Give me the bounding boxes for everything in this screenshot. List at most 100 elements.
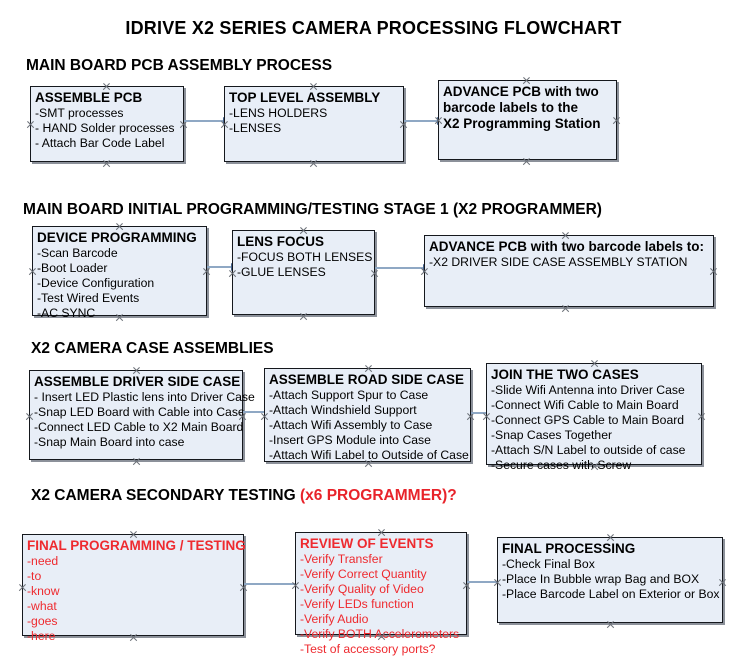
node-final-programming-testing[interactable]: FINAL PROGRAMMING / TESTING -need -to -k… — [22, 534, 246, 643]
resize-handle-bottom[interactable] — [606, 620, 615, 629]
node-review-of-events[interactable]: REVIEW OF EVENTS -Verify Transfer -Verif… — [295, 532, 467, 656]
node-line: -LENS HOLDERS — [229, 106, 328, 120]
node-assemble-driver-side-case[interactable]: ASSEMBLE DRIVER SIDE CASE - Insert LED P… — [29, 370, 255, 460]
node-title: ASSEMBLE DRIVER SIDE CASE — [34, 374, 241, 389]
node-line: -Snap Cases Together — [491, 428, 613, 442]
section-header-highlight: (x6 PROGRAMMER)? — [300, 487, 457, 504]
resize-handle-right[interactable] — [612, 116, 621, 125]
node-line: -Verify BOTH Accelerometers — [300, 627, 460, 641]
resize-handle-left[interactable] — [26, 120, 35, 129]
node-line: -Slide Wifi Antenna into Driver Case — [491, 383, 685, 397]
node-top-level-assembly[interactable]: TOP LEVEL ASSEMBLY -LENS HOLDERS -LENSES — [224, 86, 404, 162]
node-device-programming[interactable]: DEVICE PROGRAMMING -Scan Barcode -Boot L… — [32, 226, 207, 320]
section-header-main-board-initial-programming: MAIN BOARD INITIAL PROGRAMMING/TESTING S… — [23, 201, 602, 219]
node-advance-pcb-to-driver-side-case-assembly[interactable]: ADVANCE PCB with two barcode labels to: … — [424, 235, 714, 307]
node-line: -Verify Quality of Video — [300, 582, 424, 596]
node-line: -LENSES — [229, 121, 282, 135]
resize-handle-left[interactable] — [28, 267, 37, 276]
connector-review-of-events-to-final-processing — [467, 577, 505, 586]
resize-handle-right[interactable] — [709, 267, 718, 276]
section-header-text: X2 CAMERA CASE ASSEMBLIES — [31, 340, 274, 357]
resize-handle-right[interactable] — [202, 267, 211, 276]
node-title: REVIEW OF EVENTS — [300, 536, 434, 551]
node-line: -Verify LEDs function — [300, 597, 414, 611]
node-line-overflow: -Test of accessory ports? — [300, 642, 436, 656]
section-header-text: MAIN BOARD INITIAL PROGRAMMING/TESTING S… — [23, 201, 602, 218]
resize-handle-left[interactable] — [18, 583, 27, 592]
resize-handle-right[interactable] — [718, 578, 727, 587]
resize-handle-right[interactable] — [370, 269, 379, 278]
node-line: -Place In Bubble wrap Bag and BOX — [502, 572, 700, 586]
node-line: -Snap Main Board into case — [34, 435, 185, 449]
resize-handle-bottom[interactable] — [299, 312, 308, 321]
node-line: -what — [27, 599, 57, 613]
node-assemble-road-side-case[interactable]: ASSEMBLE ROAD SIDE CASE -Attach Support … — [264, 368, 471, 462]
node-title: JOIN THE TWO CASES — [491, 367, 639, 382]
node-line: -Boot Loader — [37, 261, 108, 275]
node-line: -X2 DRIVER SIDE CASE ASSEMBLY STATION — [429, 255, 688, 269]
resize-handle-bottom[interactable] — [102, 159, 111, 168]
node-line: -GLUE LENSES — [237, 265, 326, 279]
resize-handle-left[interactable] — [228, 269, 237, 278]
node-line: -Snap LED Board with Cable into Case — [34, 405, 245, 419]
node-line: -Attach Wifi Label to Outside of Case — [269, 448, 469, 462]
connector-top-level-assembly-to-advance-pcb — [404, 116, 445, 125]
node-line: -FOCUS BOTH LENSES — [237, 250, 373, 264]
node-title: ASSEMBLE ROAD SIDE CASE — [269, 372, 465, 387]
node-title: ADVANCE PCB with two barcode labels to: — [429, 239, 705, 254]
connector-final-programming-to-review-of-events — [244, 579, 303, 588]
resize-handle-bottom[interactable] — [561, 304, 570, 313]
node-line: -Verify Transfer — [300, 552, 383, 566]
node-line: -here — [27, 629, 56, 643]
node-line: -to — [27, 569, 42, 583]
resize-handle-right[interactable] — [697, 412, 706, 421]
node-line: -Connect Wifi Cable to Main Board — [491, 398, 679, 412]
node-line: -Scan Barcode — [37, 246, 118, 260]
node-line: -Place Barcode Label on Exterior or Box — [502, 587, 720, 601]
node-final-processing[interactable]: FINAL PROCESSING -Check Final Box -Place… — [497, 537, 723, 623]
section-header-x2-camera-case-assemblies: X2 CAMERA CASE ASSEMBLIES — [31, 340, 274, 358]
node-line: barcode labels to the — [443, 100, 579, 115]
node-title: DEVICE PROGRAMMING — [37, 230, 197, 245]
node-assemble-pcb[interactable]: ASSEMBLE PCB -SMT processes - HAND Solde… — [30, 86, 184, 162]
node-line: -Attach Wifi Assembly to Case — [269, 418, 433, 432]
node-line: -Verify Audio — [300, 612, 369, 626]
node-advance-pcb-to-x2-programming-station[interactable]: ADVANCE PCB with two barcode labels to t… — [438, 80, 617, 160]
resize-handle-left[interactable] — [25, 412, 34, 421]
node-line: -Connect LED Cable to X2 Main Board — [34, 420, 244, 434]
resize-handle-bottom[interactable] — [522, 157, 531, 166]
node-title: TOP LEVEL ASSEMBLY — [229, 90, 381, 105]
node-line: -Connect GPS Cable to Main Board — [491, 413, 685, 427]
connector-assemble-pcb-to-top-level-assembly — [184, 116, 231, 125]
node-title: ASSEMBLE PCB — [35, 90, 143, 105]
node-line: - Attach Bar Code Label — [35, 136, 165, 150]
resize-handle-bottom[interactable] — [132, 457, 141, 466]
node-line: -Test Wired Events — [37, 291, 140, 305]
page-title: IDRIVE X2 SERIES CAMERA PROCESSING FLOWC… — [125, 18, 622, 38]
node-line: -know — [27, 584, 60, 598]
node-line: -Check Final Box — [502, 557, 595, 571]
node-line: X2 Programming Station — [443, 116, 601, 131]
resize-handle-bottom[interactable] — [309, 159, 318, 168]
node-line: - HAND Solder processes — [35, 121, 175, 135]
node-join-the-two-cases[interactable]: JOIN THE TWO CASES -Slide Wifi Antenna i… — [486, 363, 702, 472]
node-line: -Device Configuration — [37, 276, 155, 290]
node-line: - Insert LED Plastic lens into Driver Ca… — [34, 390, 255, 404]
section-header-text: MAIN BOARD PCB ASSEMBLY PROCESS — [26, 57, 333, 74]
node-line: -Secure cases with Screw — [491, 458, 632, 472]
section-header-main-board-pcb-assembly-process: MAIN BOARD PCB ASSEMBLY PROCESS — [26, 57, 332, 75]
node-line: -Verify Correct Quantity — [300, 567, 427, 581]
connector-device-programming-to-lens-focus — [207, 262, 239, 271]
node-title: LENS FOCUS — [237, 234, 325, 249]
node-line: -Attach S/N Label to outside of case — [491, 443, 686, 457]
connector-lens-focus-to-advance-pcb — [375, 263, 431, 272]
node-title: FINAL PROGRAMMING / TESTING — [27, 538, 246, 553]
resize-handle-left[interactable] — [260, 412, 269, 421]
node-line: -SMT processes — [35, 106, 124, 120]
connector-driver-side-to-road-side — [243, 407, 272, 416]
node-line: -need — [27, 554, 59, 568]
node-lens-focus[interactable]: LENS FOCUS -FOCUS BOTH LENSES -GLUE LENS… — [232, 230, 375, 315]
section-header-x2-camera-secondary-testing: X2 CAMERA SECONDARY TESTING (x6 PROGRAMM… — [31, 487, 457, 505]
node-line: -Attach Support Spur to Case — [269, 388, 429, 402]
